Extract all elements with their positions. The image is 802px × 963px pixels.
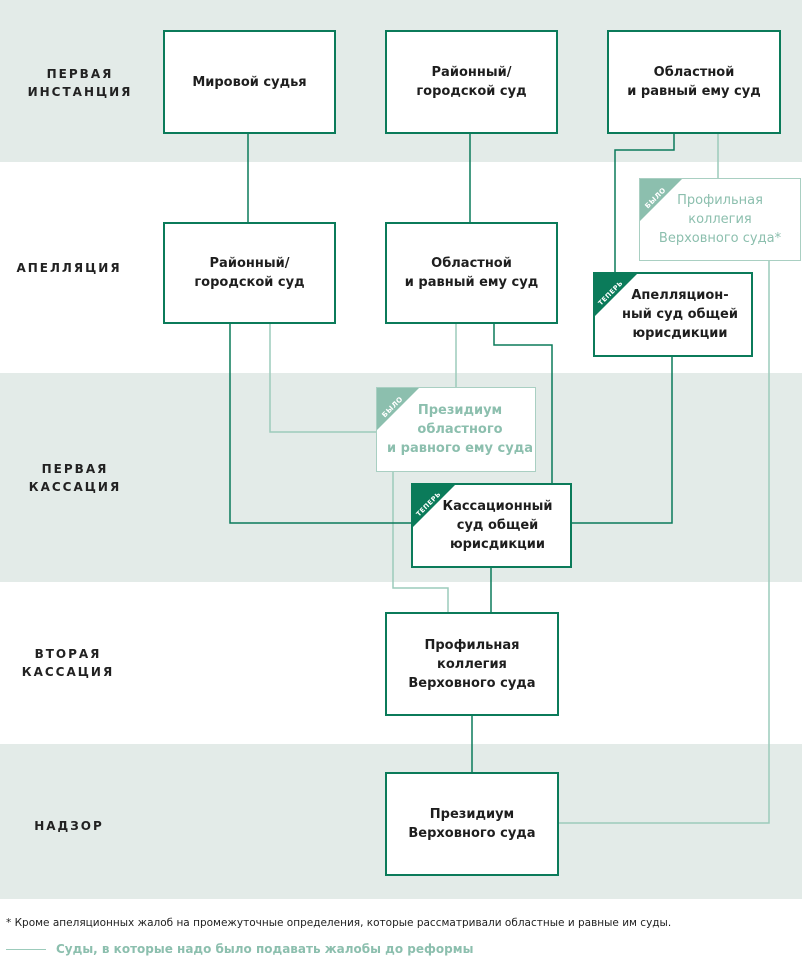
box-text-line: Верховного суда* (658, 231, 782, 246)
tag-new (595, 274, 637, 316)
box-cassation-court-general: ТЕПЕРЬ Кассационный суд общей юрисдикции (411, 483, 572, 568)
stage-appeal: АПЕЛЛЯЦИЯ (0, 259, 138, 277)
stage-label-line: АПЕЛЛЯЦИЯ (16, 261, 122, 275)
box-text-line: Областной (653, 65, 735, 80)
stage-label-line: НАДЗОР (34, 819, 104, 833)
box-regional-first: Областной и равный ему суд (607, 30, 781, 134)
box-text-line: Профильная (424, 637, 520, 653)
stage-label-line: ВТОРАЯ (34, 647, 102, 661)
box-text-line: городской суд (194, 275, 305, 290)
stage-label-line: ПЕРВАЯ (41, 462, 109, 476)
box-district-appeal: Районный/ городской суд (163, 222, 336, 324)
tag-old (640, 179, 682, 221)
stage-first-cassation: ПЕРВАЯ КАССАЦИЯ (0, 460, 150, 496)
stage-label-line: КАССАЦИЯ (21, 665, 115, 679)
box-profile-board-old: БЫЛО Профильная коллегия Верховного суда… (639, 178, 801, 261)
box-text-line: ный суд общей (622, 307, 738, 322)
box-presidium-supreme: Президиум Верховного суда (385, 772, 559, 876)
stage-first-instance: ПЕРВАЯ ИНСТАНЦИЯ (0, 65, 160, 101)
box-text-line: Районный/ (209, 256, 290, 271)
old-route-profile-board-to-presidium (558, 260, 770, 824)
box-text-line: Областной (431, 256, 512, 271)
stage-supervision: НАДЗОР (0, 817, 138, 835)
stage-label-line: ИНСТАНЦИЯ (27, 85, 133, 99)
route-regional-appeal-to-cassation (493, 323, 553, 483)
box-text-line: городской суд (416, 84, 527, 99)
box-magistrate: Мировой судья (163, 30, 336, 134)
box-text-line: и равного ему суда (387, 441, 533, 456)
tag-old (377, 388, 419, 430)
route-appeal-court-to-cassation (571, 356, 673, 524)
route-district-appeal-to-cassation (229, 323, 411, 524)
box-text-line: Президиум (417, 403, 503, 418)
stage-second-cassation: ВТОРАЯ КАССАЦИЯ (0, 645, 136, 681)
box-text-line: Президиум (429, 807, 515, 822)
stage-label-line: КАССАЦИЯ (28, 480, 122, 494)
tag-new (413, 485, 455, 527)
box-text-line: Верховного суда (408, 675, 536, 691)
box-text-line: Мировой судья (192, 74, 307, 90)
box-text-line: Апелляцион- (631, 288, 729, 303)
route-regional-to-appeal-court (614, 133, 675, 272)
box-regional-appeal: Областной и равный ему суд (385, 222, 558, 324)
stage-label-line: ПЕРВАЯ (46, 67, 114, 81)
box-text-line: коллегия (437, 656, 507, 672)
box-district-first: Районный/ городской суд (385, 30, 558, 134)
legend-text: Суды, в которые надо было подавать жалоб… (56, 942, 474, 956)
old-route-district-to-presidium (269, 323, 376, 433)
box-text-line: Районный/ (431, 65, 512, 80)
legend: Суды, в которые надо было подавать жалоб… (6, 940, 473, 958)
current-routes (229, 133, 675, 772)
footnote: * Кроме апеляционных жалоб на промежуточ… (6, 917, 672, 929)
box-text-line: и равный ему суд (627, 84, 761, 99)
box-text-line: юрисдикции (449, 537, 546, 552)
box-text-line: Кассационный (442, 499, 553, 514)
box-presidium-regional-old: БЫЛО Президиум областного и равного ему … (376, 387, 536, 472)
box-text-line: коллегия (688, 212, 752, 227)
box-text-line: Верховного суда (408, 826, 536, 841)
box-text-line: Профильная (677, 193, 763, 208)
box-profile-board-supreme: Профильная коллегия Верховного суда (385, 612, 559, 716)
box-text-line: и равный ему суд (404, 275, 539, 290)
box-text-line: областного (417, 422, 503, 437)
legend-line-swatch (6, 948, 46, 950)
box-text-line: суд общей (456, 518, 539, 533)
box-appeal-court-general: ТЕПЕРЬ Апелляцион- ный суд общей юрисдик… (593, 272, 753, 357)
old-routes (269, 133, 770, 824)
box-text-line: юрисдикции (632, 326, 728, 341)
old-route-presidium-to-board (392, 471, 449, 612)
